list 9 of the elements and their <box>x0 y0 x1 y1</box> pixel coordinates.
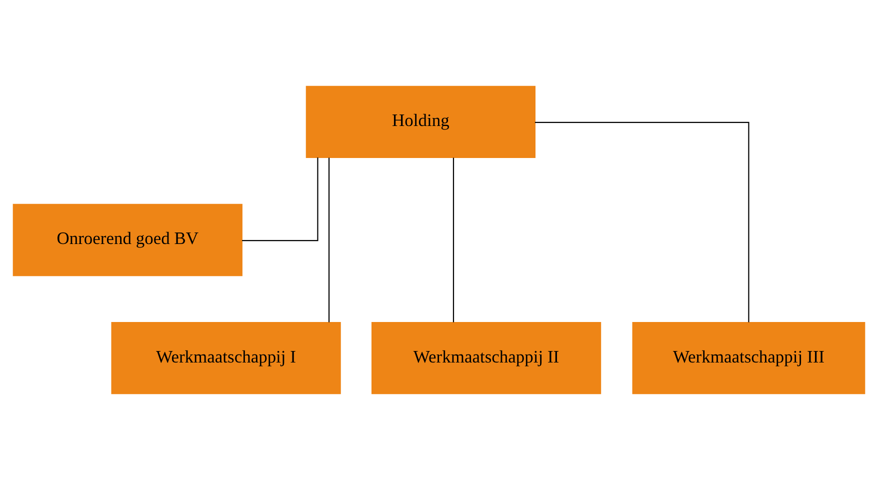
node-box: Werkmaatschappij I <box>111 322 341 394</box>
connector <box>242 158 318 242</box>
connector <box>534 122 750 322</box>
node-box: Holding <box>306 86 536 158</box>
node-box: Werkmaatschappij III <box>632 322 866 394</box>
connector <box>328 158 330 322</box>
connector <box>452 158 454 322</box>
node-box: Werkmaatschappij II <box>371 322 602 394</box>
node-box: Onroerend goed BV <box>12 204 242 276</box>
